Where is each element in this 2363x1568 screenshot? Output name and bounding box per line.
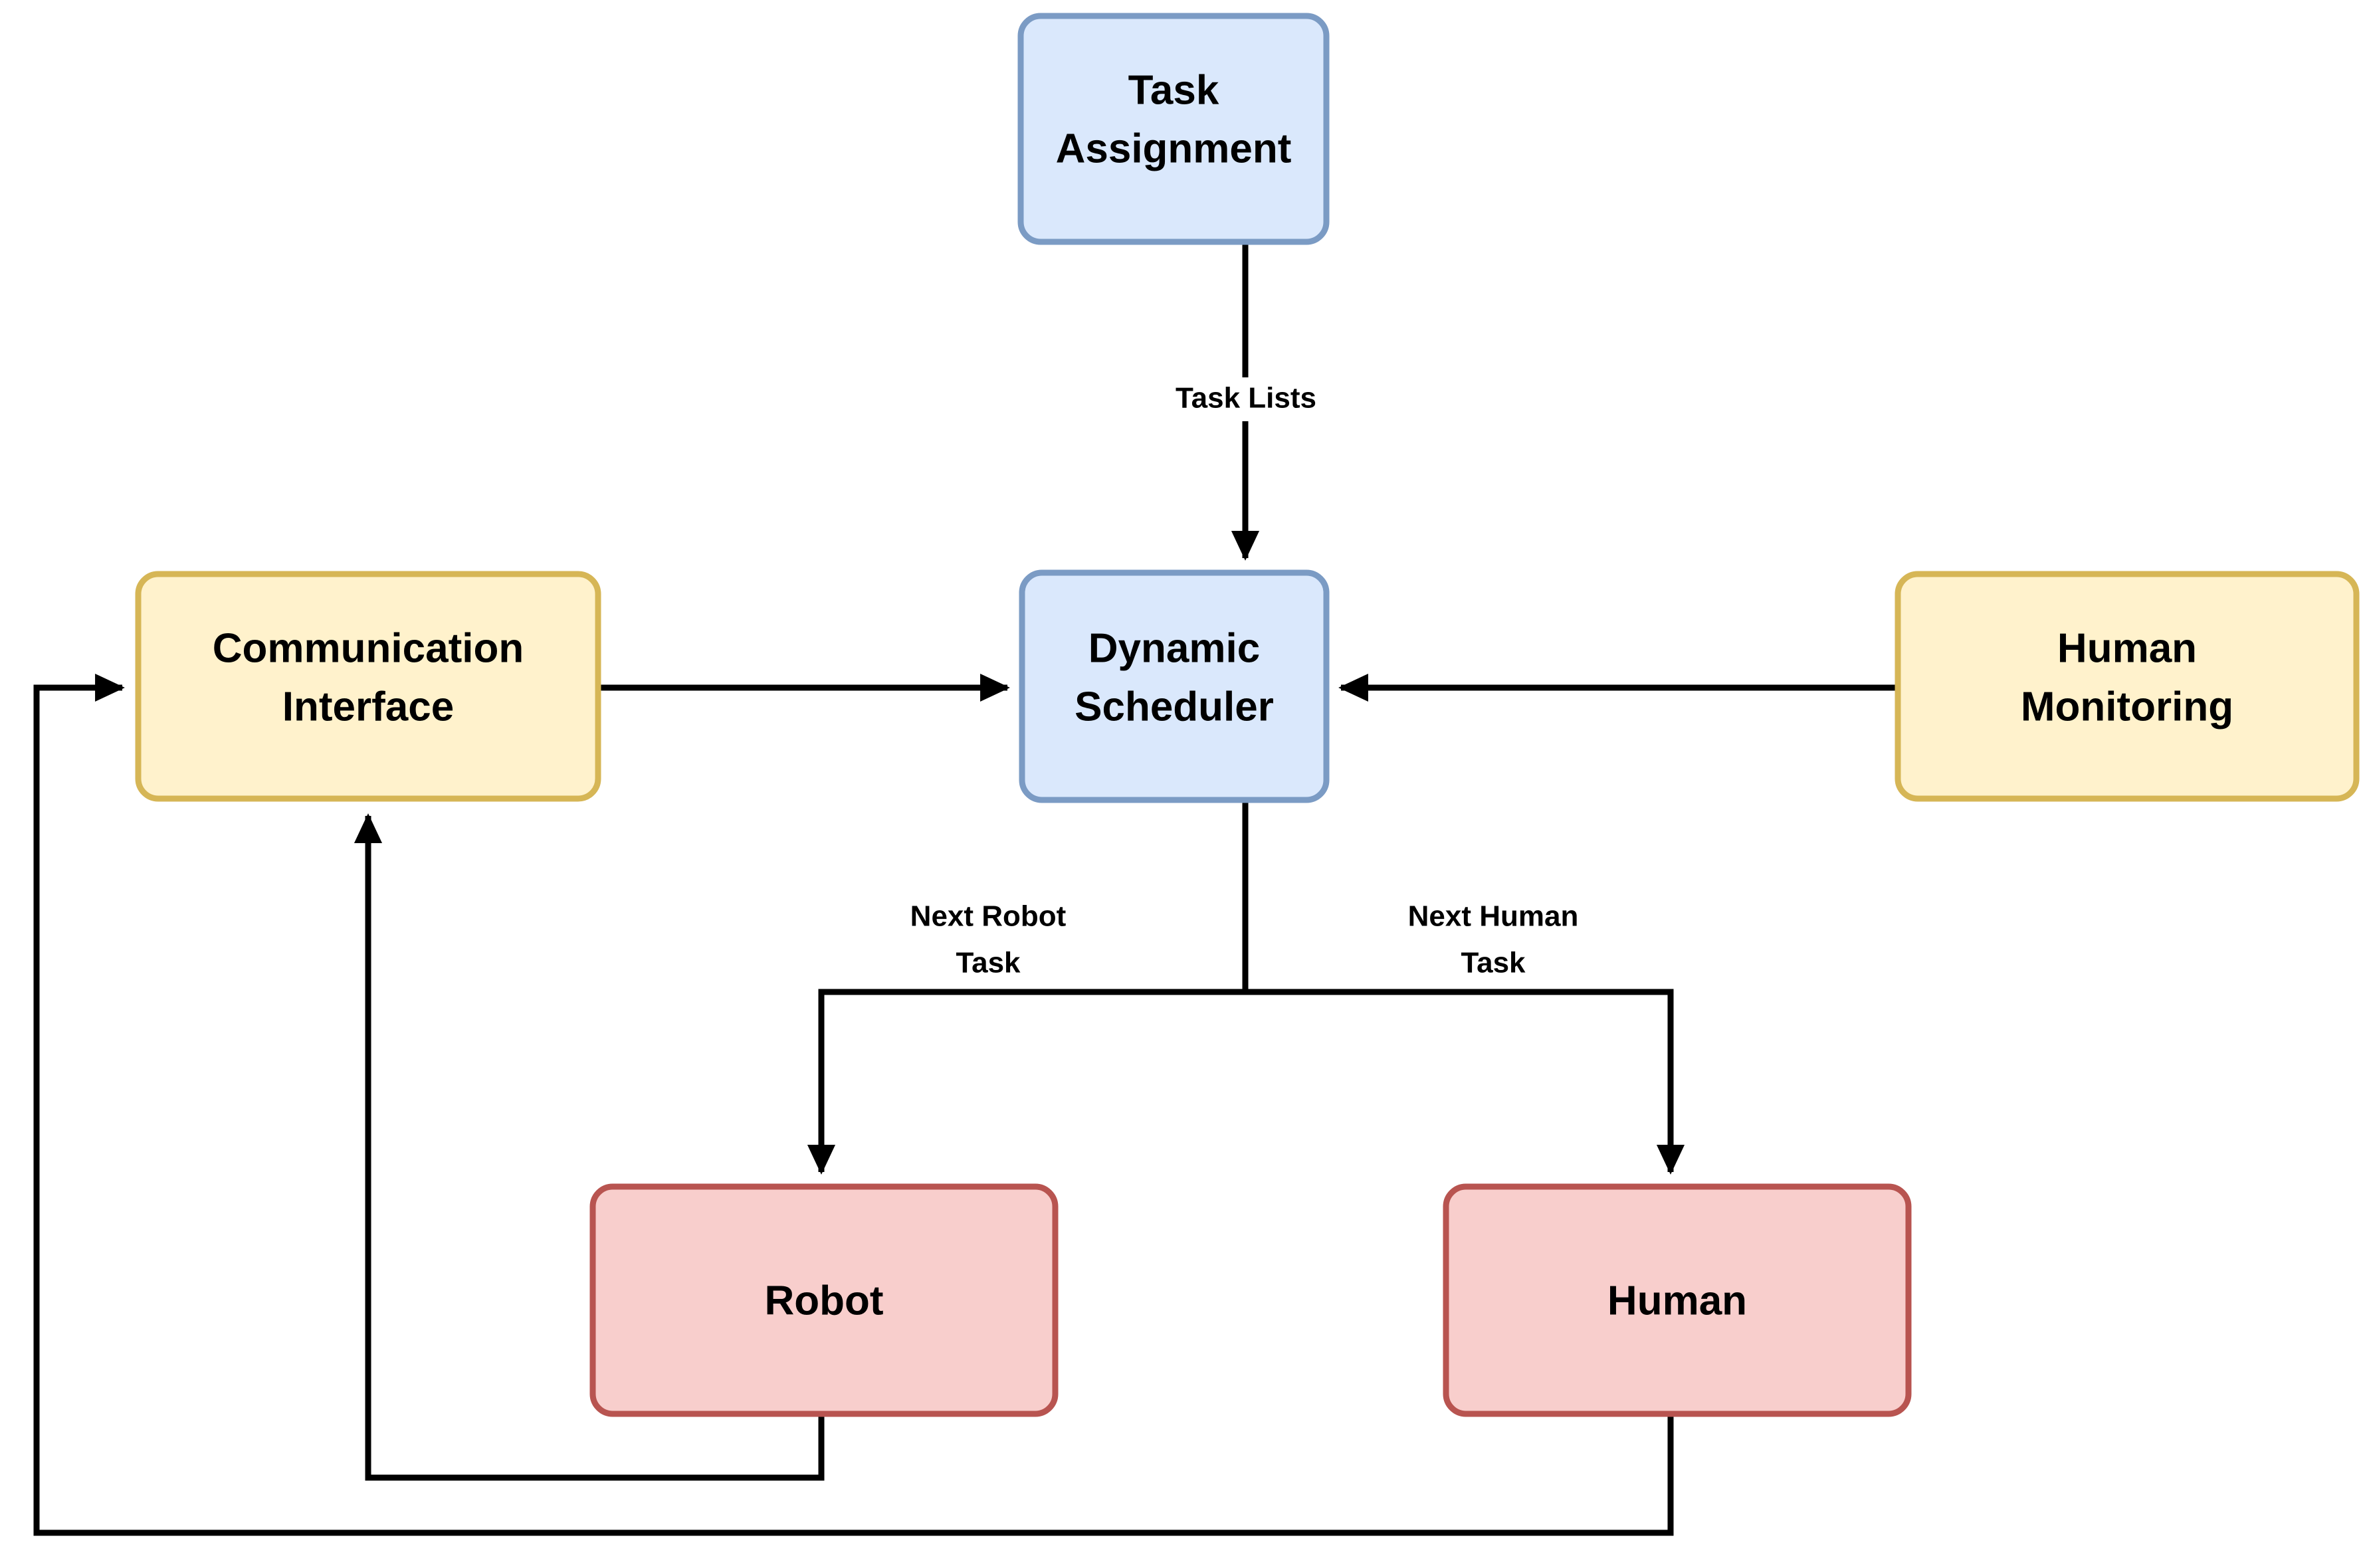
edge-label-task-lists: Task Lists bbox=[1176, 382, 1316, 415]
edge-label-layer: Task Lists Next Robot Task Next Human Ta… bbox=[910, 377, 1579, 979]
node-human-monitoring-label-line1: Human bbox=[2057, 625, 2197, 671]
edge-label-next-robot-task-line2: Task bbox=[956, 947, 1021, 979]
edge-label-next-robot-task-line1: Next Robot bbox=[910, 900, 1067, 933]
edge-layer bbox=[33, 242, 1898, 1536]
node-communication-interface-label-line2: Interface bbox=[282, 684, 454, 730]
node-task-assignment-label-line2: Assignment bbox=[1056, 126, 1292, 171]
node-human-label: Human bbox=[1607, 1278, 1747, 1323]
node-dynamic-scheduler-label-line1: Dynamic bbox=[1088, 625, 1260, 671]
node-human-monitoring-shape[interactable] bbox=[1895, 571, 2360, 802]
node-task-assignment-shape[interactable] bbox=[1017, 13, 1330, 245]
node-human-shape[interactable] bbox=[1443, 1183, 1912, 1417]
node-task-assignment-label-line1: Task bbox=[1128, 67, 1219, 113]
node-human[interactable]: Human bbox=[1443, 1183, 1912, 1417]
node-robot-shape[interactable] bbox=[589, 1183, 1059, 1417]
edge-label-next-human-task-line2: Task bbox=[1461, 947, 1526, 979]
edge-robot-to-communication bbox=[354, 813, 825, 1481]
edge-human-to-communication bbox=[33, 673, 1674, 1536]
node-communication-interface-shape[interactable] bbox=[135, 571, 601, 802]
node-communication-interface[interactable]: Communication Interface bbox=[135, 571, 601, 802]
node-robot-label: Robot bbox=[764, 1278, 883, 1323]
node-dynamic-scheduler[interactable]: Dynamic Scheduler bbox=[1019, 569, 1330, 803]
edge-scheduler-to-robot bbox=[807, 800, 1249, 1175]
task-lists-label-backdrop bbox=[1138, 377, 1357, 421]
edge-label-next-human-task-line1: Next Human bbox=[1408, 900, 1579, 933]
node-human-monitoring[interactable]: Human Monitoring bbox=[1895, 571, 2360, 802]
node-human-monitoring-label-line2: Monitoring bbox=[2021, 684, 2233, 730]
node-dynamic-scheduler-shape[interactable] bbox=[1019, 569, 1330, 803]
node-communication-interface-label-line1: Communication bbox=[213, 625, 524, 671]
node-task-assignment[interactable]: Task Assignment bbox=[1017, 13, 1330, 245]
node-robot[interactable]: Robot bbox=[589, 1183, 1059, 1417]
node-dynamic-scheduler-label-line2: Scheduler bbox=[1075, 684, 1274, 730]
edge-scheduler-to-human bbox=[1245, 989, 1685, 1175]
